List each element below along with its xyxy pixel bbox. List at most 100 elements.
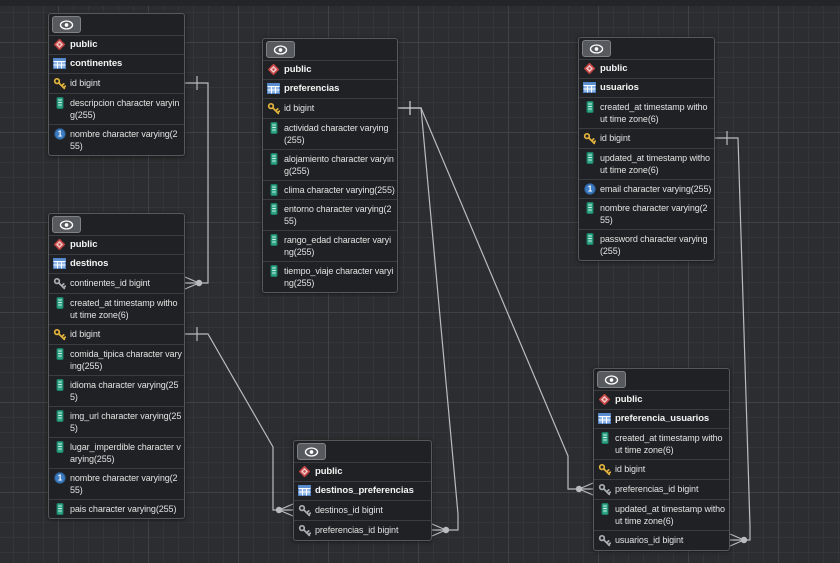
column-icon [583,101,596,113]
schema-row[interactable]: public [294,462,431,481]
column-row[interactable]: updated_at timestamp without time zone(6… [594,499,729,530]
eye-icon [604,374,619,385]
toggle-attributes-visibility-button[interactable] [52,16,81,33]
schema-row[interactable]: public [49,35,184,54]
schema-row[interactable]: public [594,390,729,409]
row-label: id bigint [284,103,315,113]
column-icon [53,503,66,515]
column-row[interactable]: preferencias_id bigint [294,520,431,540]
column-row[interactable]: descripcion character varying(255) [49,93,184,124]
row-label: lugar_imperdible character varying(255) [70,442,181,464]
column-row[interactable]: actividad character varying(255) [263,118,397,149]
column-row[interactable]: password character varying(255) [579,229,714,260]
column-icon [270,122,277,134]
column-row[interactable]: id bigint [263,98,397,118]
column-icon [601,503,608,515]
column-row[interactable]: created_at timestamp without time zone(6… [579,97,714,128]
relationship-destinos-destinos_preferencias[interactable] [185,327,294,517]
toggle-attributes-visibility-button[interactable] [297,443,326,460]
row-label: nombre character varying(255) [70,129,178,151]
toggle-attributes-visibility-button[interactable] [266,41,295,58]
column-icon [270,153,277,165]
table-name-row[interactable]: preferencia_usuarios [594,409,729,428]
row-label: id bigint [615,464,646,474]
column-row[interactable]: idioma character varying(255) [49,375,184,406]
column-row[interactable]: pais character varying(255) [49,499,184,518]
entity-header [49,14,184,35]
column-row[interactable]: clima character varying(255) [263,180,397,199]
column-row[interactable]: entorno character varying(255) [263,199,397,230]
table-name-row[interactable]: destinos_preferencias [294,481,431,500]
foreign-key-icon [598,534,611,547]
column-icon [267,234,280,246]
column-icon [56,379,63,391]
row-label: public [615,394,643,405]
column-row[interactable]: nombre character varying(255) [579,198,714,229]
table-grid-icon [267,83,280,94]
relationship-continentes-destinos[interactable] [184,76,209,290]
toggle-attributes-visibility-button[interactable] [52,216,81,233]
row-label: preferencias_id bigint [315,525,399,535]
column-row[interactable]: destinos_id bigint [294,500,431,520]
schema-row[interactable]: public [263,60,397,79]
column-row[interactable]: continentes_id bigint [49,273,184,293]
column-row[interactable]: created_at timestamp without time zone(6… [594,428,729,459]
column-icon [598,432,611,444]
column-row[interactable]: usuarios_id bigint [594,530,729,550]
relationship-usuarios-preferencia_usuarios[interactable] [715,131,751,547]
column-row[interactable]: tiempo_viaje character varying(255) [263,261,397,292]
table-name-row[interactable]: usuarios [579,78,714,97]
table-name-row[interactable]: continentes [49,54,184,73]
row-label: created_at timestamp without time zone(6… [70,298,178,320]
column-row[interactable]: lugar_imperdible character varying(255) [49,437,184,468]
column-row[interactable]: comida_tipica character varying(255) [49,344,184,375]
column-icon [270,234,277,246]
svg-text:1: 1 [587,185,592,194]
column-row[interactable]: id bigint [579,128,714,148]
column-row[interactable]: img_url character varying(255) [49,406,184,437]
schema-row[interactable]: public [49,235,184,254]
foreign-key-icon [598,483,611,496]
toggle-attributes-visibility-button[interactable] [582,40,611,57]
schema-row[interactable]: public [579,59,714,78]
table-grid-icon [53,258,66,269]
table-grid-icon [53,58,66,69]
table-grid-icon [583,82,596,93]
primary-key-icon [598,463,611,476]
row-label: nombre character varying(255) [600,203,708,225]
column-row[interactable]: created_at timestamp without time zone(6… [49,293,184,324]
column-row[interactable]: preferencias_id bigint [594,479,729,499]
column-row[interactable]: id bigint [594,459,729,479]
relationship-preferencias-preferencia_usuarios[interactable] [398,101,594,496]
column-row[interactable]: id bigint [49,73,184,93]
table-name-row[interactable]: destinos [49,254,184,273]
primary-key-icon [53,328,66,341]
eye-icon [273,44,288,55]
column-row[interactable]: id bigint [49,324,184,344]
column-row[interactable]: rango_edad character varying(255) [263,230,397,261]
row-label: comida_tipica character varying(255) [70,349,182,371]
unique-column-icon: 1 [53,472,66,484]
table-grid-icon [53,58,66,69]
column-row[interactable]: alojamiento character varying(255) [263,149,397,180]
row-label: updated_at timestamp without time zone(6… [600,153,710,175]
column-row[interactable]: updated_at timestamp without time zone(6… [579,148,714,179]
toggle-attributes-visibility-button[interactable] [597,371,626,388]
entity-header [49,214,184,235]
row-label: usuarios_id bigint [615,535,684,545]
column-icon [56,97,63,109]
schema-diamond-icon [598,394,611,405]
row-label: rango_edad character varying(255) [284,235,391,257]
column-icon [586,233,593,245]
table-name-row[interactable]: preferencias [263,79,397,98]
